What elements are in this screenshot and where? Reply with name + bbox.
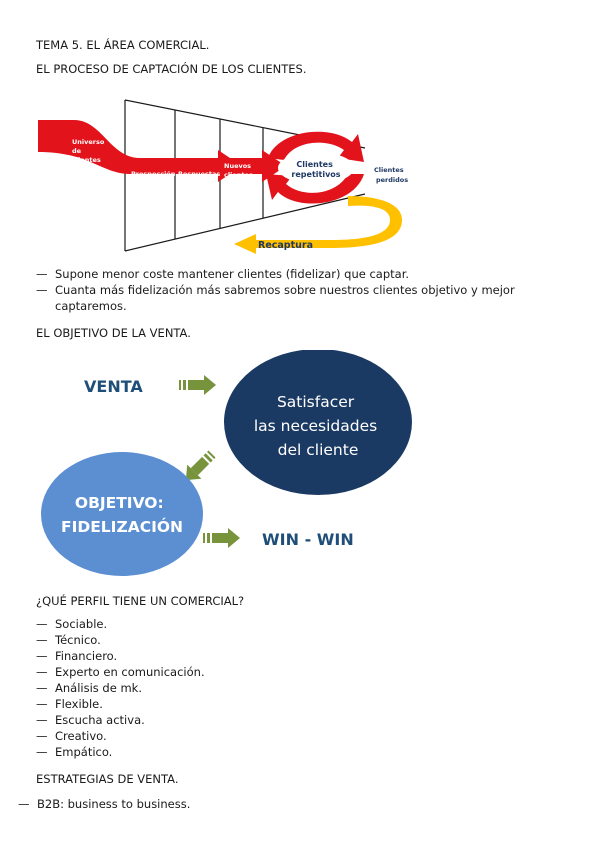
repeat-clients-center	[278, 152, 354, 184]
page-heading: TEMA 5. EL ÁREA COMERCIAL.	[36, 38, 210, 52]
objective-ellipse	[41, 452, 203, 576]
profile-item-text: Sociable.	[55, 617, 108, 631]
recapture-arrow	[234, 196, 402, 254]
satisfy-needs-label: Satisfacer las necesidades del cliente	[254, 393, 382, 459]
universe-arrow	[38, 120, 242, 182]
venta-label: VENTA	[84, 377, 143, 396]
list-item: — Empático.	[36, 744, 205, 760]
objective-label: OBJETIVO: FIDELIZACIÓN	[61, 494, 183, 536]
list-item: — Supone menor coste mantener clientes (f…	[36, 266, 515, 282]
repeat-clients-label: Clientes repetitivos	[291, 160, 340, 179]
bullet-text: Cuanta más fidelización más sabremos sob…	[55, 283, 515, 297]
section-title-perfil: ¿QUÉ PERFIL TIENE UN COMERCIAL?	[36, 594, 245, 608]
arrow-right-icon	[179, 375, 216, 395]
profile-item-text: Creativo.	[55, 729, 107, 743]
dash-marker: —	[36, 283, 48, 297]
profile-item-text: Técnico.	[55, 633, 101, 647]
strategies-list: — B2B: business to business.	[18, 796, 190, 812]
list-item: — Experto en comunicación.	[36, 664, 205, 680]
profile-item-text: Flexible.	[55, 697, 103, 711]
dash-marker: —	[18, 797, 30, 811]
dash-marker: —	[36, 713, 48, 727]
win-win-label: WIN - WIN	[262, 530, 354, 549]
captacion-funnel-diagram: Recaptura Universo de clientes Prospecci…	[38, 99, 408, 254]
strategy-item-text: B2B: business to business.	[37, 797, 191, 811]
profile-item-text: Financiero.	[55, 649, 118, 663]
list-item: — Financiero.	[36, 648, 205, 664]
profile-list: — Sociable. — Técnico. — Financiero. — Exper…	[36, 616, 205, 760]
sale-objective-diagram: VENTA Satisfacer las necesidades del cli…	[41, 350, 412, 576]
dash-marker: —	[36, 745, 48, 759]
recapture-label: Recaptura	[258, 240, 313, 251]
list-item: — B2B: business to business.	[18, 796, 190, 812]
funnel-bottom-line	[124, 193, 366, 252]
repeat-clients-bottom-arrow	[266, 174, 364, 204]
universe-label: Universo de clientes	[72, 138, 107, 164]
dash-marker: —	[36, 681, 48, 695]
section-title-objetivo: EL OBJETIVO DE LA VENTA.	[36, 326, 191, 340]
list-item-continuation: captaremos.	[36, 298, 515, 314]
bullet-text: captaremos.	[55, 299, 127, 313]
dash-marker: —	[36, 697, 48, 711]
section-title-captacion: EL PROCESO DE CAPTACIÓN DE LOS CLIENTES.	[36, 62, 307, 76]
list-item: — Flexible.	[36, 696, 205, 712]
dash-marker: —	[36, 649, 48, 663]
list-item: — Técnico.	[36, 632, 205, 648]
dash-marker: —	[36, 267, 48, 281]
satisfy-needs-ellipse	[224, 350, 412, 495]
new-clients-label: Nuevos clientes	[224, 162, 253, 179]
responses-label: Respuestas	[178, 170, 220, 178]
dash-marker: —	[36, 633, 48, 647]
arrow-right-icon	[203, 528, 240, 548]
bullet-text: Supone menor coste mantener clientes (fi…	[55, 267, 410, 281]
list-item: — Análisis de mk.	[36, 680, 205, 696]
dash-marker: —	[36, 665, 48, 679]
profile-item-text: Experto en comunicación.	[55, 665, 205, 679]
list-item: — Escucha activa.	[36, 712, 205, 728]
profile-item-text: Análisis de mk.	[55, 681, 142, 695]
section-title-estrategias: ESTRATEGIAS DE VENTA.	[36, 772, 179, 786]
dash-marker: —	[36, 729, 48, 743]
repeat-clients-top-arrow	[268, 131, 364, 162]
profile-item-text: Empático.	[55, 745, 113, 759]
dash-marker: —	[36, 617, 48, 631]
prospection-label: Prospección	[131, 170, 176, 178]
captacion-bullets: — Supone menor coste mantener clientes (f…	[36, 266, 515, 314]
list-item: — Sociable.	[36, 616, 205, 632]
profile-item-text: Escucha activa.	[55, 713, 145, 727]
list-item: — Creativo.	[36, 728, 205, 744]
arrow-down-left-icon	[185, 450, 216, 481]
list-item: — Cuanta más fidelización más sabremos so…	[36, 282, 515, 298]
lost-clients-label: Clientes perdidos	[374, 166, 408, 184]
